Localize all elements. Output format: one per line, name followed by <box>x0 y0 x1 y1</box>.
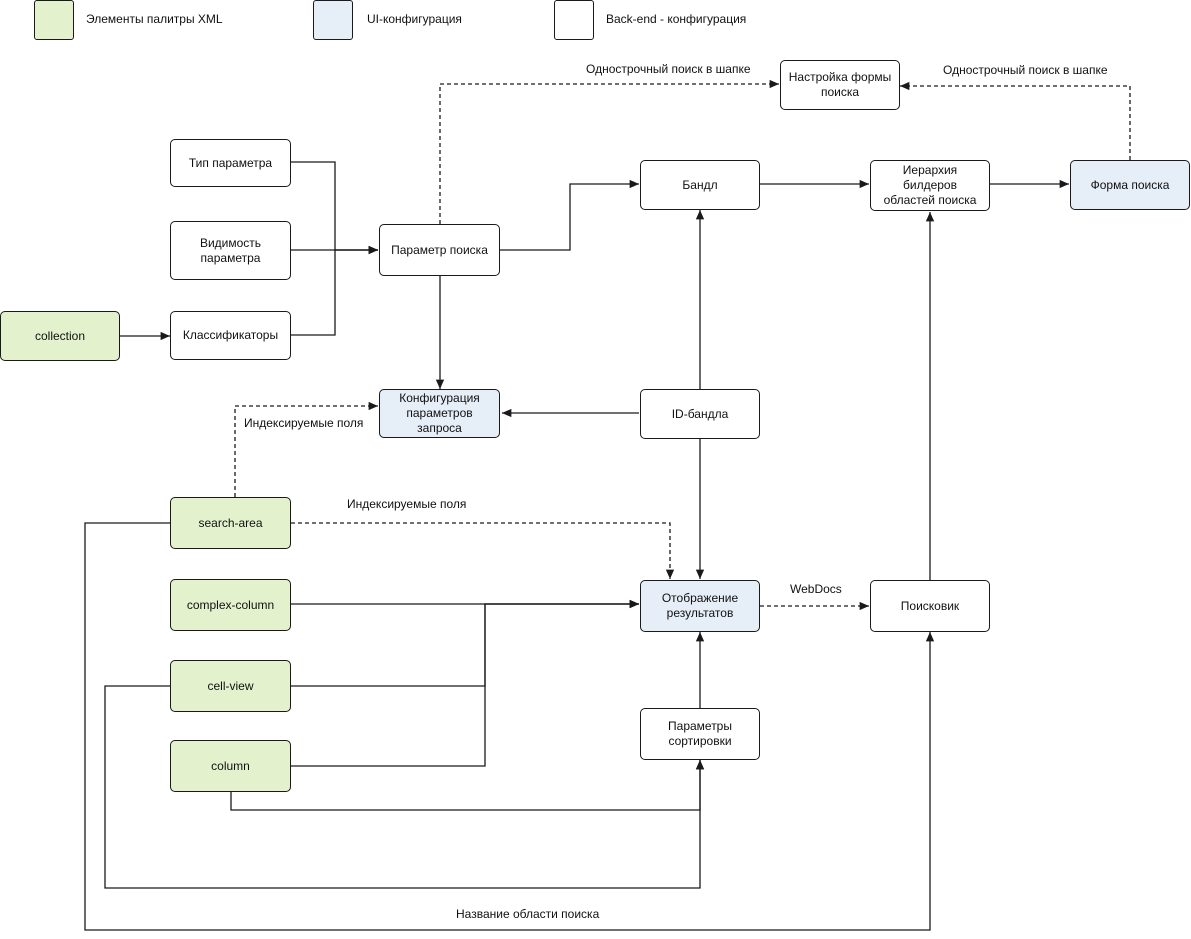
node-parametr-poiska-label: Параметр поиска <box>391 242 488 257</box>
node-poiskovik[interactable]: Поисковик <box>870 580 990 632</box>
node-forma-poiska-label: Форма поиска <box>1090 177 1170 192</box>
node-complex-column-label: complex-column <box>186 597 275 612</box>
node-search-area-label: search-area <box>198 515 263 530</box>
node-nastroika-formy-label: Настройка формы поиска <box>788 70 892 99</box>
edge-forma-to-nastroika <box>900 81 1131 160</box>
edge-klassifikatory-to-parametr <box>291 245 378 336</box>
edge-searcharea-to-poiskovik <box>84 522 935 931</box>
node-vidimost-parametra-label: Видимость параметра <box>199 235 262 265</box>
node-collection[interactable]: collection <box>0 311 120 361</box>
edge-cellview-to-sortirovka <box>104 685 705 889</box>
node-ierarkhiya-label: Иерархия билдеров областей поиска <box>883 163 977 207</box>
node-klassifikatory-label: Классификаторы <box>182 328 279 342</box>
node-tip-parametra-label: Тип параметра <box>188 155 273 170</box>
legend-swatch-xml <box>34 0 74 40</box>
legend-label-ui: UI-конфигурация <box>367 12 462 26</box>
node-parametr-poiska[interactable]: Параметр поиска <box>379 224 500 276</box>
node-column-label: column <box>211 758 250 773</box>
node-id-bandla[interactable]: ID-бандла <box>640 389 760 439</box>
edge-column-to-sortirovka <box>230 760 705 811</box>
node-vidimost-parametra[interactable]: Видимость параметра <box>170 221 291 280</box>
node-id-bandla-label: ID-бандла <box>671 406 729 421</box>
legend-swatch-ui <box>313 0 353 40</box>
edge-tip-to-parametr <box>291 161 378 255</box>
edge-label-indeksiruemye-2: Индексируемые поля <box>347 497 467 511</box>
node-parametry-sortirovki-label: Параметры сортировки <box>668 719 732 748</box>
node-ierarkhiya[interactable]: Иерархия билдеров областей поиска <box>870 160 990 211</box>
edge-column-to-otobrazhenie <box>291 599 639 767</box>
node-konfiguratsiya-label: Конфигурация параметров запроса <box>399 391 480 435</box>
edge-label-nazvanie-oblasti: Название области поиска <box>456 907 600 921</box>
node-column[interactable]: column <box>170 740 291 792</box>
node-complex-column[interactable]: complex-column <box>170 579 291 631</box>
edge-cellview-to-otobrazhenie <box>291 599 639 687</box>
node-search-area[interactable]: search-area <box>170 497 291 549</box>
node-poiskovik-label: Поисковик <box>900 598 960 613</box>
node-konfiguratsiya[interactable]: Конфигурация параметров запроса <box>379 389 500 438</box>
legend-label-backend: Back-end - конфигурация <box>606 12 747 26</box>
node-bandl-label: Бандл <box>682 177 718 192</box>
edge-searcharea-to-otobrazhenie <box>291 522 675 579</box>
edge-parametr-to-bandl <box>500 179 639 251</box>
node-cell-view[interactable]: cell-view <box>170 660 291 712</box>
legend-swatch-backend <box>554 0 594 40</box>
edge-label-indeksiruemye-1: Индексируемые поля <box>244 416 364 430</box>
node-parametry-sortirovki[interactable]: Параметры сортировки <box>640 708 760 760</box>
node-forma-poiska[interactable]: Форма поиска <box>1070 160 1190 210</box>
edge-label-odnostrochnyi-left: Однострочный поиск в шапке <box>586 62 751 76</box>
node-collection-label: collection <box>34 328 86 343</box>
node-cell-view-label: cell-view <box>207 678 254 693</box>
node-otobrazhenie[interactable]: Отображение результатов <box>640 580 760 632</box>
node-klassifikatory[interactable]: Классификаторы <box>170 311 291 360</box>
node-otobrazhenie-label: Отображение результатов <box>661 591 739 620</box>
legend-label-xml: Элементы палитры XML <box>86 12 223 26</box>
node-tip-parametra[interactable]: Тип параметра <box>170 139 291 187</box>
edge-label-odnostrochnyi-right: Однострочный поиск в шапке <box>943 63 1108 77</box>
edge-parametr-to-nastroika <box>439 79 779 224</box>
edge-label-webdocs: WebDocs <box>790 582 842 596</box>
node-nastroika-formy[interactable]: Настройка формы поиска <box>780 60 900 110</box>
edge-searcharea-to-konfig <box>234 401 378 497</box>
node-bandl[interactable]: Бандл <box>640 160 760 210</box>
